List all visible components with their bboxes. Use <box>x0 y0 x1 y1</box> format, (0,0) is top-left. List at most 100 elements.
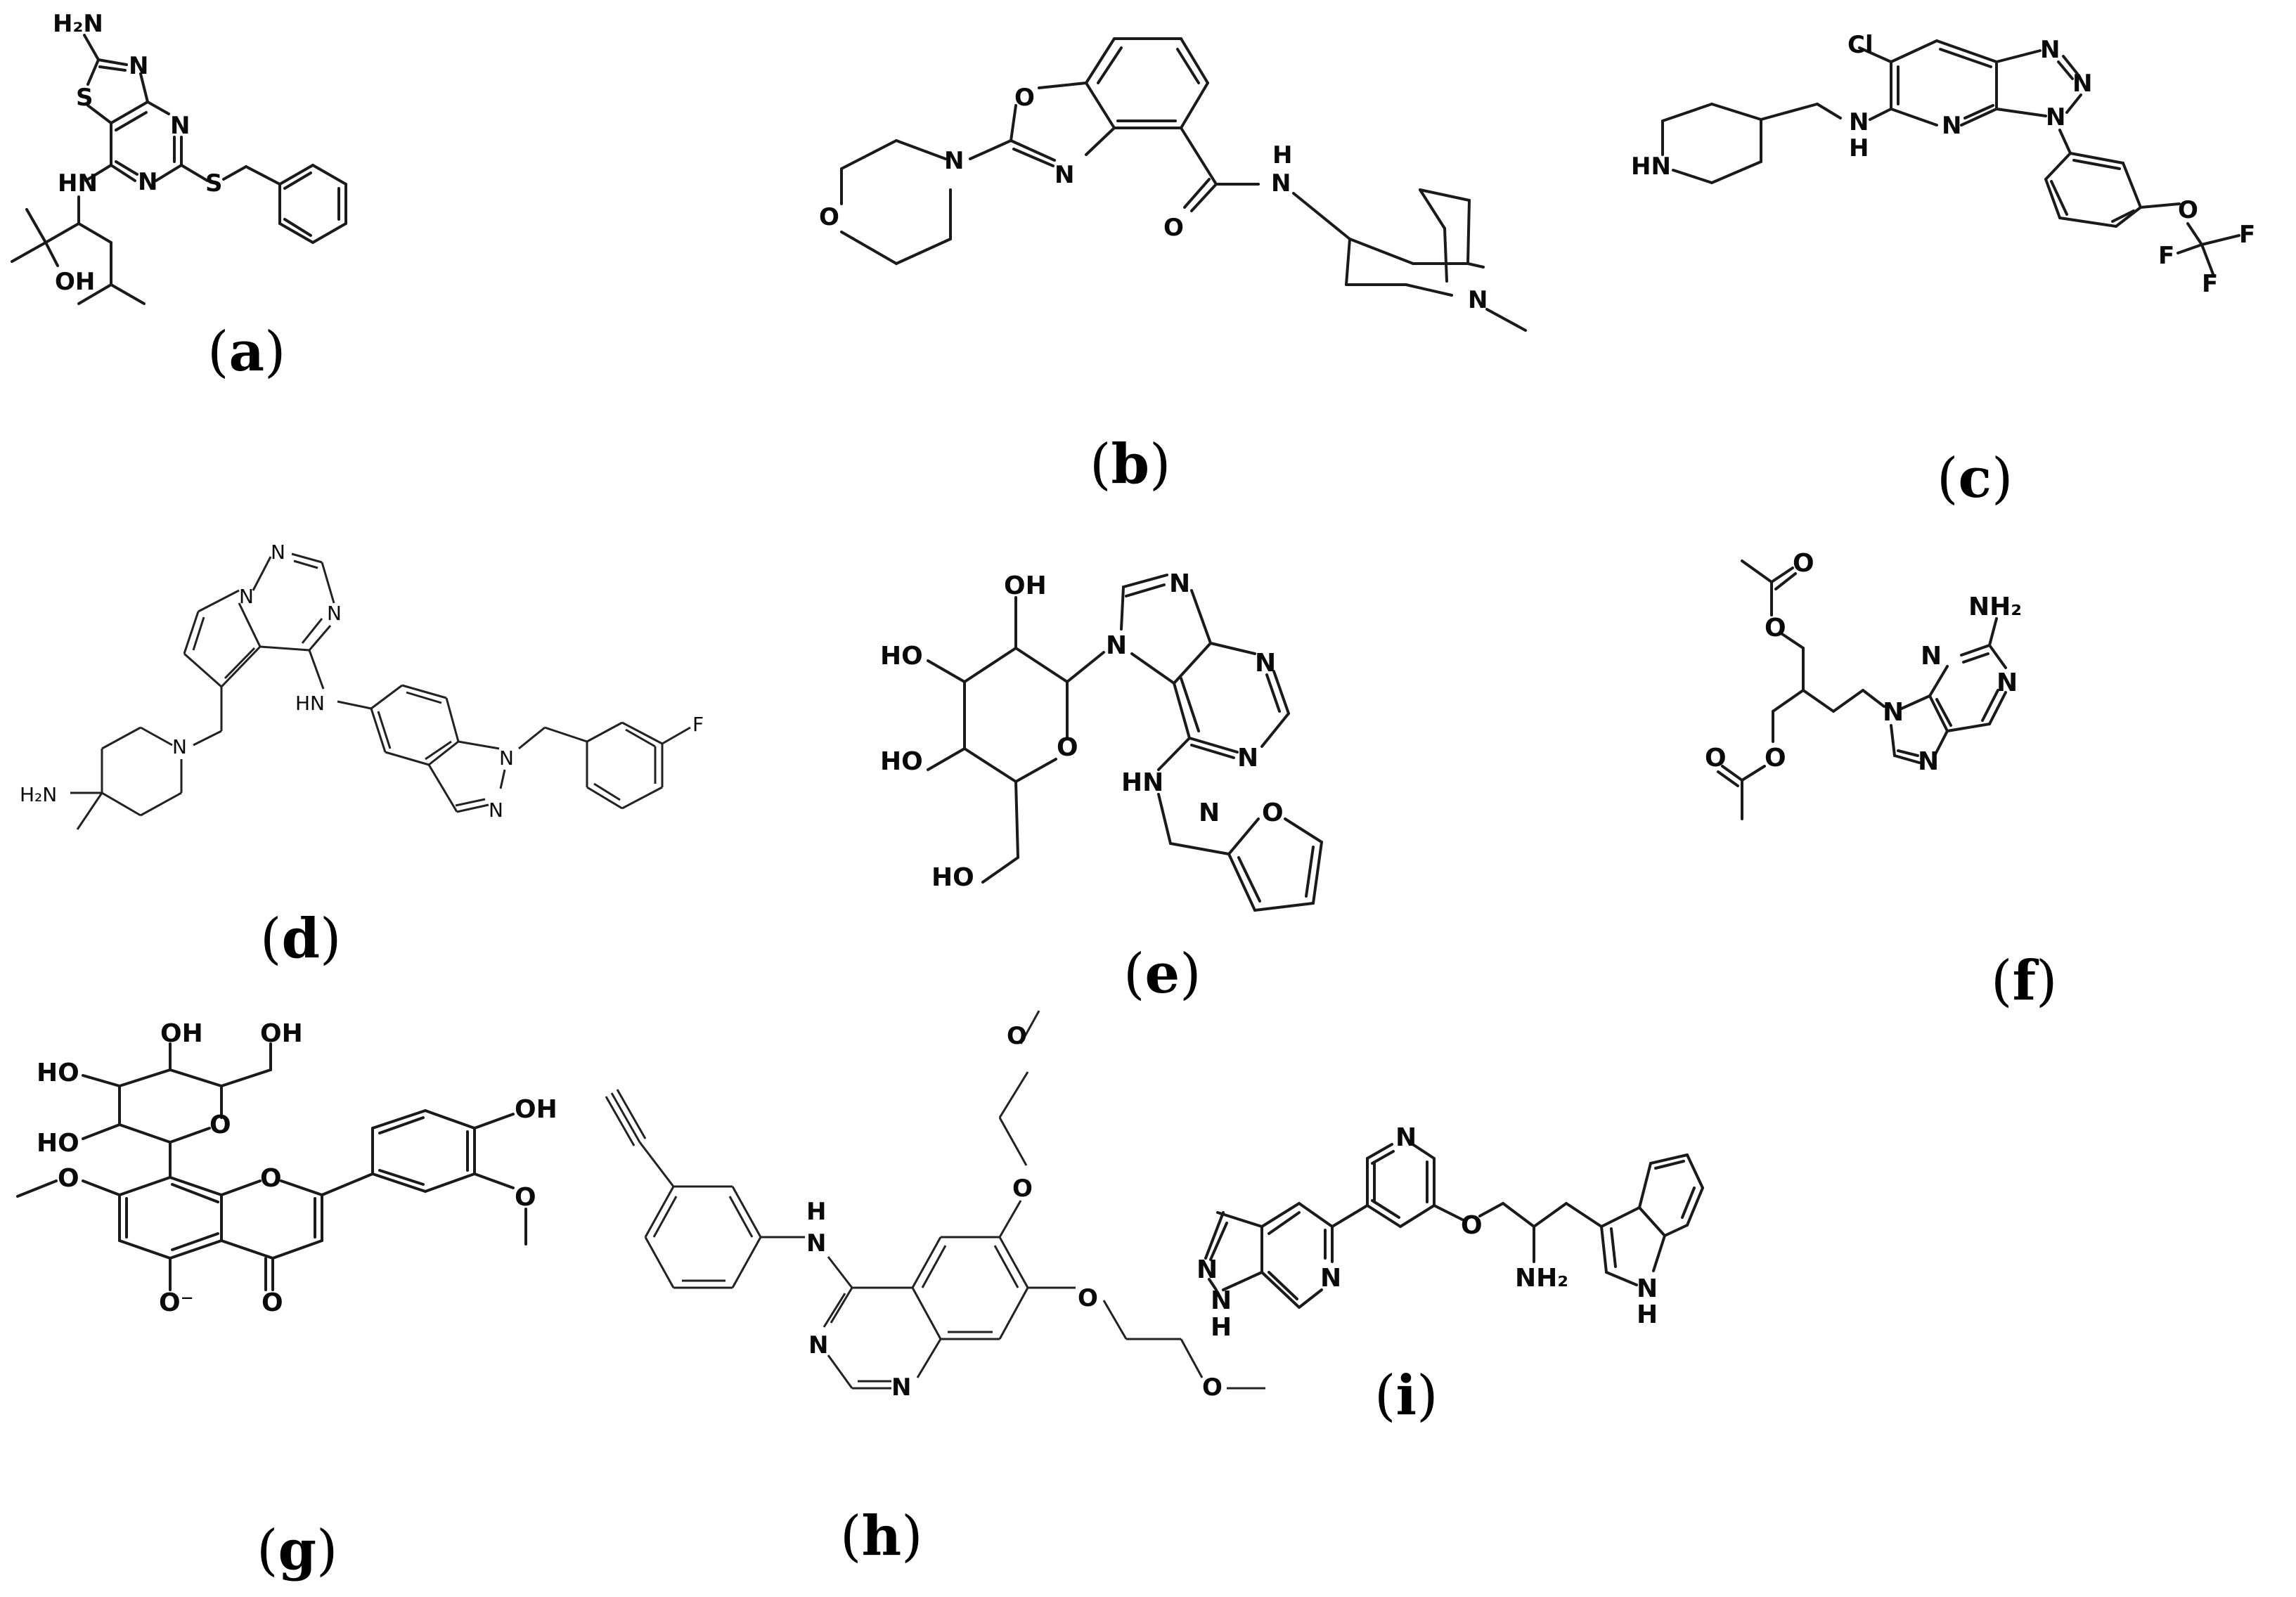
atom-label: O <box>58 1164 79 1193</box>
panel-label-a: (a) <box>207 320 286 384</box>
atom-label: N <box>1883 698 1904 727</box>
atom-label: N <box>1637 1274 1658 1303</box>
atom-label: O <box>2178 196 2198 224</box>
molecule-drawing-g: OH OH HO HO O O O OH O O O⁻ <box>16 1019 557 1317</box>
atom-label: NH₂ <box>1515 1264 1568 1293</box>
atom-label: O <box>1057 733 1078 762</box>
atom-label: O <box>260 1164 282 1193</box>
atom-label: O <box>1014 84 1035 112</box>
atom-label: N <box>2040 36 2060 64</box>
atom-label: F <box>692 713 704 736</box>
atom-label: H <box>1849 134 1869 162</box>
atom-label: HN <box>58 169 98 198</box>
panel-label-e: (e) <box>1123 942 1201 1006</box>
atom-label: N <box>1468 286 1488 314</box>
atom-label: O <box>1765 744 1786 772</box>
atom-label: N <box>1320 1264 1341 1293</box>
atom-label: S <box>205 169 223 198</box>
panel-label-b: (b) <box>1090 432 1171 496</box>
atom-label: O <box>1461 1211 1483 1240</box>
atom-label: N <box>806 1229 826 1257</box>
atom-label: N <box>271 541 285 564</box>
atom-label: N <box>499 746 514 770</box>
atom-label: F <box>2202 270 2218 298</box>
atom-label: N <box>1197 1255 1218 1284</box>
atom-label: N <box>944 147 964 175</box>
structure-a: H₂N N S N N HN S OH (a) <box>0 0 562 534</box>
atom-label: N <box>1106 631 1127 660</box>
atom-label: OH <box>1004 571 1047 600</box>
atom-label: N <box>1211 1286 1232 1315</box>
atom-label: NH₂ <box>1968 593 2022 621</box>
atom-label: O <box>1262 798 1284 827</box>
atom-label: N <box>1942 112 1961 140</box>
atom-label: N <box>1055 161 1074 189</box>
atom-label: HO <box>931 863 974 892</box>
panel-label-h: (h) <box>840 1504 923 1568</box>
atom-label: O <box>1705 744 1727 772</box>
atom-label: H <box>1272 141 1292 169</box>
atom-label: N <box>1921 642 1942 671</box>
molecule-drawing-f: O O O O NH₂ N N N N <box>1705 549 2022 820</box>
molecule-drawing-e: OH HO HO O HO N N N N N HN O <box>880 569 1323 912</box>
atom-label: F <box>2158 242 2174 270</box>
atom-label: H₂N <box>20 783 57 806</box>
atom-label: O <box>1202 1373 1223 1402</box>
atom-label: N <box>239 585 254 608</box>
atom-label: O <box>1765 614 1786 642</box>
atom-label: HO <box>37 1129 79 1158</box>
atom-label: HN <box>1631 153 1671 181</box>
atom-label: O <box>1163 214 1184 242</box>
panel-label-f: (f) <box>1991 949 2058 1013</box>
atom-label: OH <box>55 268 95 296</box>
atom-label: HO <box>37 1059 79 1087</box>
structure-c: Cl N N N N N H HN O F F F (c) <box>1582 0 2296 520</box>
structure-e: OH HO HO O HO N N N N N HN O (e) <box>844 527 1476 1019</box>
atom-label: N <box>170 112 190 140</box>
atom-label: O⁻ <box>159 1288 194 1317</box>
atom-label: Cl <box>1847 31 1873 59</box>
atom-label: N <box>1395 1123 1417 1152</box>
atom-label: OH <box>260 1019 303 1048</box>
atom-label: N <box>1997 668 2018 697</box>
structure-d: N N N HN N H₂N N N F (d) <box>0 527 773 984</box>
atom-label: N <box>891 1373 911 1402</box>
atom-label: S <box>76 84 93 112</box>
atom-label: OH <box>515 1095 557 1124</box>
atom-label: N <box>1199 798 1220 827</box>
atom-label: N <box>172 735 187 758</box>
molecule-drawing-a: H₂N N S N N HN S OH <box>11 10 347 305</box>
atom-label: N <box>489 798 503 822</box>
atom-label: H <box>806 1198 826 1226</box>
atom-label: N <box>327 602 342 625</box>
atom-label: N <box>2072 70 2092 98</box>
atom-label: O <box>1078 1284 1098 1312</box>
atom-label: H <box>1211 1313 1232 1342</box>
atom-label: N <box>1237 744 1258 772</box>
molecule-drawing-c: Cl N N N N N H HN O F F F <box>1631 31 2255 298</box>
atom-label: O <box>1793 549 1814 578</box>
atom-label: N <box>1271 169 1291 198</box>
molecule-drawing-b: O N O N H N O N <box>819 37 1527 332</box>
atom-label: O <box>1007 1022 1027 1050</box>
atom-label: N <box>1918 747 1939 776</box>
atom-label: H₂N <box>53 10 103 38</box>
panel-label-c: (c) <box>1937 446 2013 510</box>
structure-i: N N N H N O NH₂ N H (i) <box>1195 1054 2039 1511</box>
panel-label-i: (i) <box>1374 1364 1438 1428</box>
molecule-drawing-h: O O H N O N N O <box>605 1010 1265 1402</box>
atom-label: HN <box>1121 768 1163 797</box>
atom-label: H <box>1637 1300 1658 1329</box>
atom-label: N <box>1169 569 1190 598</box>
atom-label: O <box>209 1111 231 1139</box>
atom-label: O <box>1012 1175 1033 1203</box>
atom-label: N <box>2046 103 2065 131</box>
atom-label: HN <box>295 692 325 715</box>
structure-h: O O H N O N N O (h) <box>598 998 1265 1597</box>
molecule-drawing-i: N N N H N O NH₂ N H <box>1197 1123 1704 1342</box>
atom-label: HO <box>880 642 923 671</box>
atom-label: OH <box>160 1019 203 1048</box>
atom-label: N <box>129 52 148 80</box>
panel-label-d: (d) <box>260 907 342 971</box>
structure-f: O O O O NH₂ N N N N (f) <box>1652 527 2296 1033</box>
